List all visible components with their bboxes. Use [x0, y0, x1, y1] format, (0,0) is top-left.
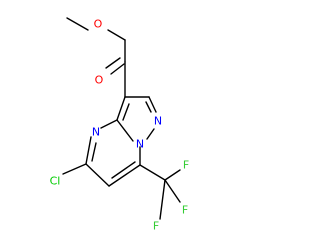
bond-n4-c5 [85, 136, 92, 165]
bond-n2-n1 [146, 128, 155, 140]
bond-n4-c5-inner [91, 142, 97, 162]
bond-cf3-f1 [164, 169, 181, 181]
bond-c6-c7 [108, 164, 141, 187]
bond-cf3-f2 [164, 179, 181, 203]
bond-c2-n2-inner [145, 101, 152, 113]
bond-n1-c3a [116, 119, 134, 142]
bond-methyl-o [66, 17, 89, 31]
atom-carbonyl-oxygen: O [95, 74, 104, 87]
atom-fluorine-1: F [183, 159, 189, 172]
bond-o-carbonyl-c [107, 29, 126, 41]
bond-c5-c6 [85, 163, 110, 187]
atom-fluorine-3: F [153, 220, 159, 233]
bond-carbonyl-co-1 [110, 63, 125, 75]
atom-pyrazole-n2: N [154, 115, 162, 128]
atom-pyrazole-n1: N [136, 138, 144, 151]
bond-c3-c3a-inner [122, 103, 130, 121]
bond-c3-c3a [116, 96, 126, 121]
atom-ester-oxygen: O [94, 18, 103, 31]
atom-fluorine-2: F [182, 204, 188, 217]
bond-c6-c7-inner [111, 161, 136, 179]
atom-chlorine: Cl [50, 175, 61, 188]
bond-cf3-f3 [159, 179, 166, 220]
bond-c3a-n4 [100, 119, 118, 129]
bond-c5-cl [62, 163, 87, 175]
bond-c2-n2 [148, 96, 157, 113]
atom-pyrimidine-n4: N [92, 126, 100, 139]
bond-carbonyl-co-2 [105, 57, 121, 69]
bond-c7-cf3 [139, 164, 166, 181]
molecule-structure: O O N N N Cl F F F [50, 17, 189, 233]
